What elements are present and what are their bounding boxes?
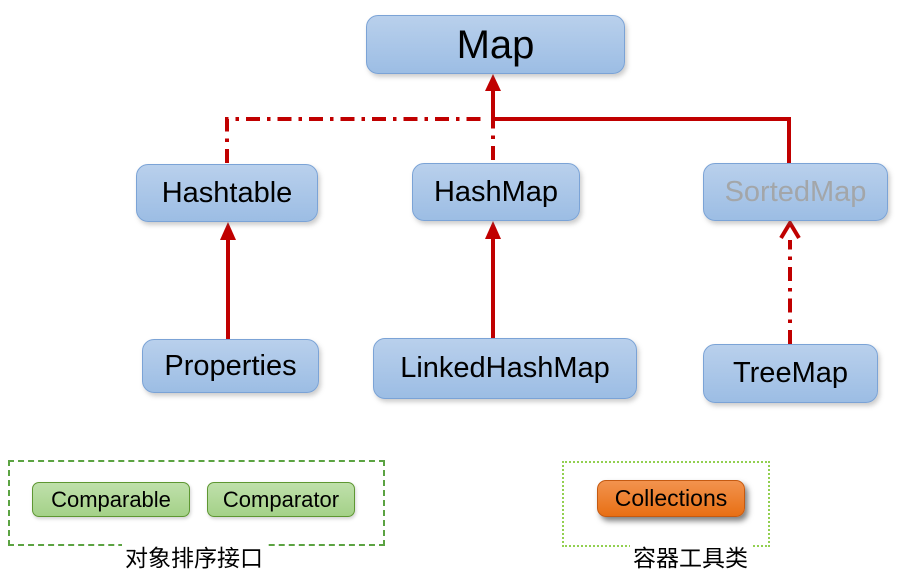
node-comparable: Comparable	[32, 482, 190, 517]
node-hashmap: HashMap	[412, 163, 580, 221]
arrowhead-into-hashmap-icon	[485, 221, 501, 239]
node-map-label: Map	[456, 22, 535, 67]
node-hashtable-label: Hashtable	[161, 176, 293, 209]
node-collections: Collections	[597, 480, 745, 517]
node-collections-label: Collections	[614, 485, 728, 511]
arrowhead-into-hashtable-icon	[220, 222, 236, 240]
arrowhead-into-sortedmap-icon	[779, 219, 801, 240]
node-comparator-label: Comparator	[222, 486, 340, 512]
legend-sorting-caption: 对象排序接口	[122, 539, 266, 573]
node-hashmap-label: HashMap	[433, 175, 559, 208]
arrowhead-into-map-icon	[485, 74, 501, 91]
edge-sortedmap-to-map	[491, 90, 791, 163]
node-treemap: TreeMap	[703, 344, 878, 403]
node-properties: Properties	[142, 339, 319, 393]
node-sortedmap: SortedMap	[703, 163, 888, 221]
node-linkedhashmap-label: LinkedHashMap	[400, 352, 610, 384]
node-treemap-label: TreeMap	[733, 357, 848, 389]
node-linkedhashmap: LinkedHashMap	[373, 338, 637, 399]
node-properties-label: Properties	[164, 349, 297, 382]
node-map: Map	[366, 15, 625, 74]
node-comparator: Comparator	[207, 482, 355, 517]
legend-utility-caption: 容器工具类	[630, 539, 751, 573]
node-comparable-label: Comparable	[51, 486, 171, 512]
edge-hashtable-to-map	[225, 117, 482, 163]
node-hashtable: Hashtable	[136, 164, 318, 222]
node-sortedmap-label: SortedMap	[724, 175, 867, 208]
